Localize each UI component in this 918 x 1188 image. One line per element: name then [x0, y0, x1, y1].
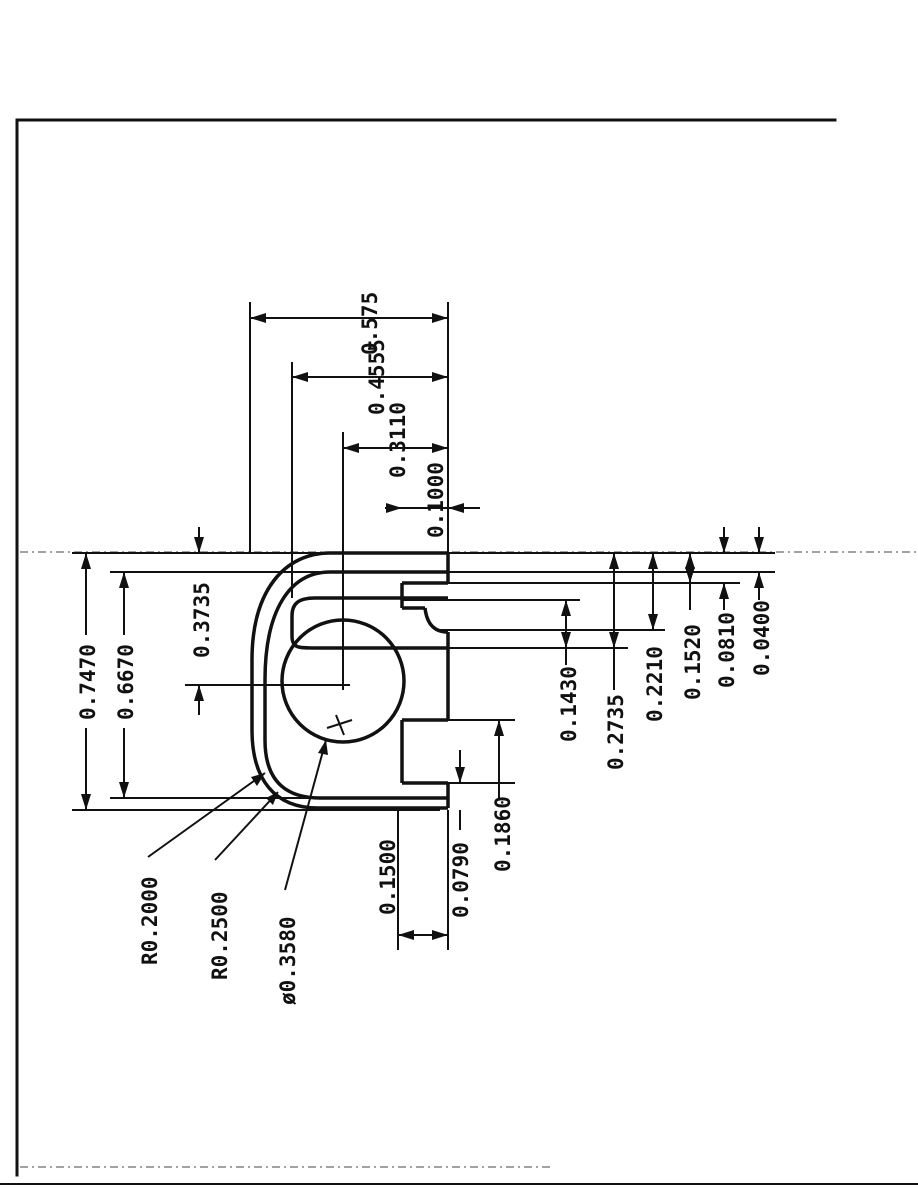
dim-0575: 0.575 [358, 292, 382, 355]
dim-04555: 0.4555 [365, 339, 389, 415]
dim-00810: 0.0810 [715, 612, 739, 688]
dim-07470: 0.7470 [76, 644, 100, 720]
dim-03735: 0.3735 [190, 582, 214, 658]
dim-01500: 0.1500 [376, 839, 400, 915]
dim-01000: 0.1000 [424, 462, 448, 538]
radius-02000-label: R0.2000 [138, 876, 162, 965]
top-dimensions [249, 302, 480, 690]
dim-01430: 0.1430 [557, 666, 581, 742]
callout-leaders [147, 739, 328, 891]
dim-02735: 0.2735 [604, 694, 628, 770]
dim-01520: 0.1520 [681, 624, 705, 700]
dim-00790: 0.0790 [449, 842, 473, 918]
center-mark [326, 714, 353, 736]
bottom-dimensions [397, 719, 515, 950]
dim-01860: 0.1860 [491, 796, 515, 872]
diameter-03580-label: ø0.3580 [276, 916, 300, 1005]
part-outline [250, 551, 450, 810]
dim-00400: 0.0400 [750, 600, 774, 676]
dim-03110: 0.3110 [386, 402, 410, 478]
dimension-labels: 0.575 0.4555 0.3110 0.1000 0.3735 0.7470… [76, 292, 774, 1005]
radius-02500-label: R0.2500 [208, 891, 232, 980]
dim-06670: 0.6670 [114, 644, 138, 720]
right-dimensions [402, 527, 775, 690]
dim-02210: 0.2210 [643, 646, 667, 722]
